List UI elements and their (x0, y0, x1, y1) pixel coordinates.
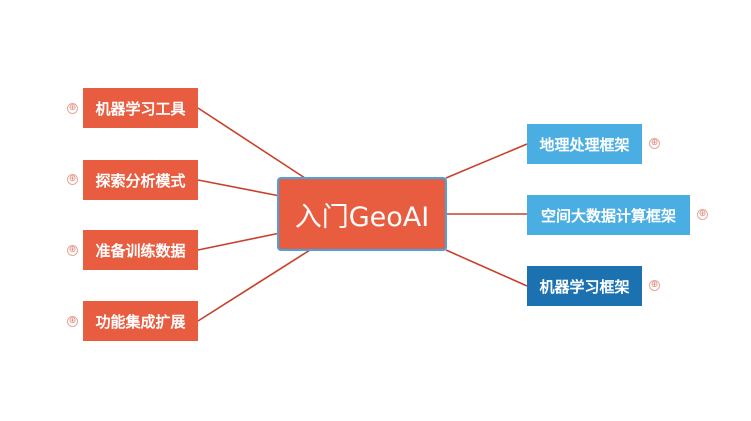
expand-icon[interactable]: ⊕ (67, 245, 78, 256)
topic-label: 功能集成扩展 (95, 312, 186, 331)
topic-label: 空间大数据计算框架 (540, 206, 676, 225)
expand-icon[interactable]: ⊕ (649, 138, 660, 149)
expand-icon[interactable]: ⊕ (649, 280, 660, 291)
expand-icon[interactable]: ⊕ (67, 103, 78, 114)
topic-geoprocessing-framework[interactable]: 地理处理框架 (527, 124, 642, 164)
expand-icon[interactable]: ⊕ (697, 209, 708, 220)
topic-prepare-training-data[interactable]: 准备训练数据 (83, 230, 198, 270)
central-topic-label: 入门GeoAI (294, 201, 430, 233)
topic-label: 准备训练数据 (95, 241, 186, 260)
expand-icon[interactable]: ⊕ (67, 174, 78, 185)
expand-icon[interactable]: ⊕ (67, 316, 78, 327)
topic-label: 地理处理框架 (539, 135, 630, 154)
topic-spatial-bigdata-framework[interactable]: 空间大数据计算框架 (527, 195, 690, 235)
topic-ml-framework[interactable]: 机器学习框架 (527, 266, 642, 306)
topic-explore-patterns[interactable]: 探索分析模式 (83, 160, 198, 200)
topic-ml-tools[interactable]: 机器学习工具 (83, 88, 198, 128)
topic-feature-integration[interactable]: 功能集成扩展 (83, 301, 198, 341)
topic-label: 探索分析模式 (95, 171, 186, 190)
central-topic[interactable]: 入门GeoAI (277, 177, 447, 251)
topic-label: 机器学习工具 (95, 99, 186, 118)
topic-label: 机器学习框架 (539, 277, 630, 296)
